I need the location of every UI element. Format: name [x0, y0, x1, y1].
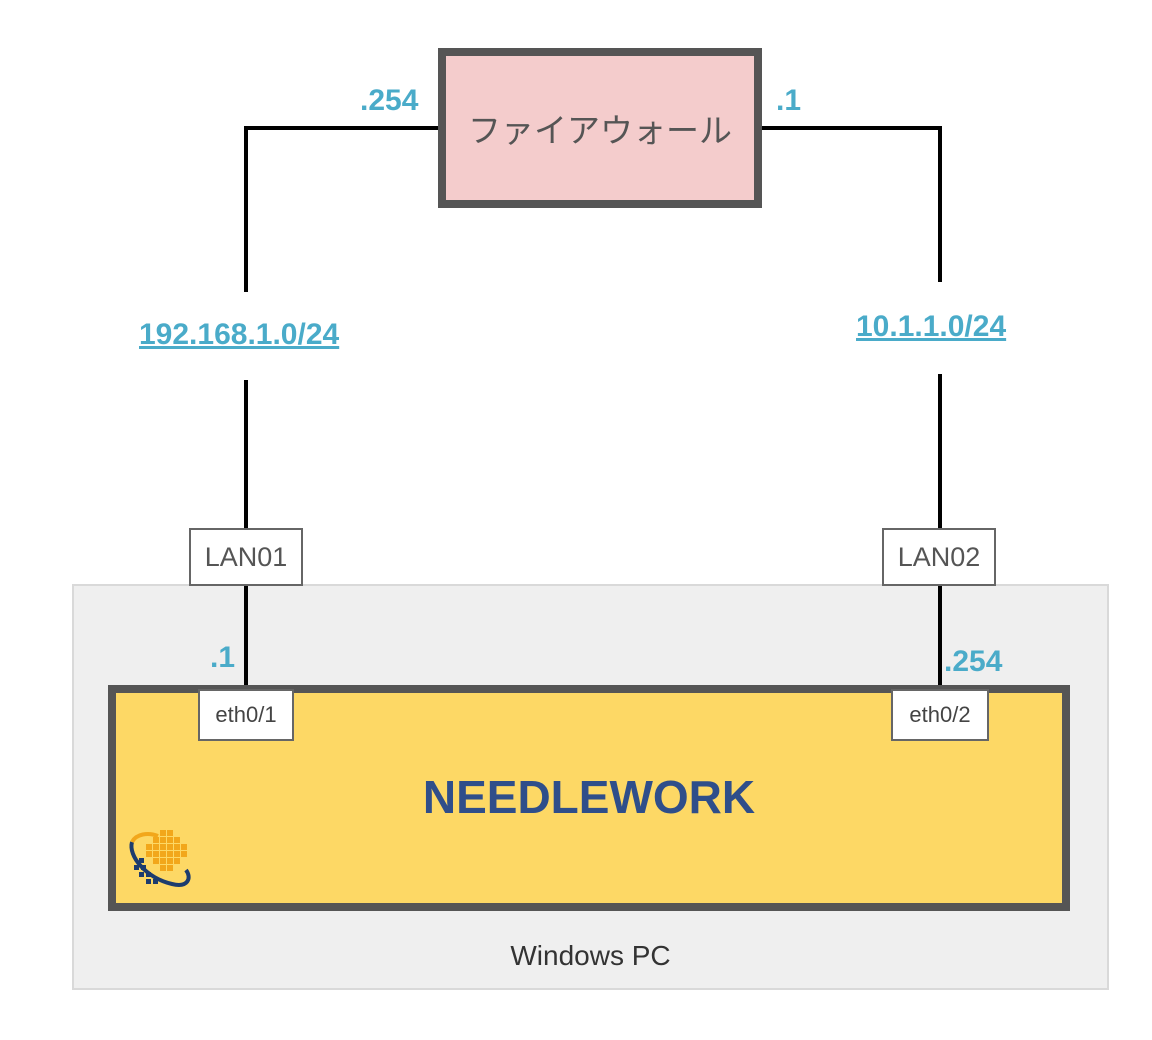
windows-pc-label: Windows PC — [510, 940, 671, 971]
needlework-title: NEEDLEWORK — [422, 771, 756, 823]
needlework-left-ip: .1 — [210, 641, 236, 674]
lan01-label: LAN01 — [189, 528, 303, 586]
port-eth0-2: eth0/2 — [891, 689, 989, 741]
firewall-node: ファイアウォール — [438, 48, 762, 208]
port-eth0-1: eth0/1 — [198, 689, 294, 741]
firewall-left-ip: .254 — [360, 84, 419, 117]
left-link-vertical-top — [244, 126, 248, 292]
needlework-right-ip: .254 — [944, 645, 1003, 678]
firewall-label: ファイアウォール — [468, 111, 732, 150]
right-link-vertical-bottom — [938, 586, 942, 689]
left-link-vertical-mid — [244, 380, 248, 528]
left-link-vertical-bottom — [244, 586, 248, 689]
left-link-horizontal — [244, 126, 440, 130]
right-subnet-label: 10.1.1.0/24 — [856, 310, 1007, 343]
right-link-horizontal — [760, 126, 942, 130]
right-link-vertical-top — [938, 126, 942, 282]
needlework-logo-icon — [126, 826, 194, 890]
left-subnet-label: 192.168.1.0/24 — [139, 318, 340, 351]
lan02-label: LAN02 — [882, 528, 996, 586]
firewall-right-ip: .1 — [776, 84, 802, 117]
right-link-vertical-mid — [938, 374, 942, 528]
